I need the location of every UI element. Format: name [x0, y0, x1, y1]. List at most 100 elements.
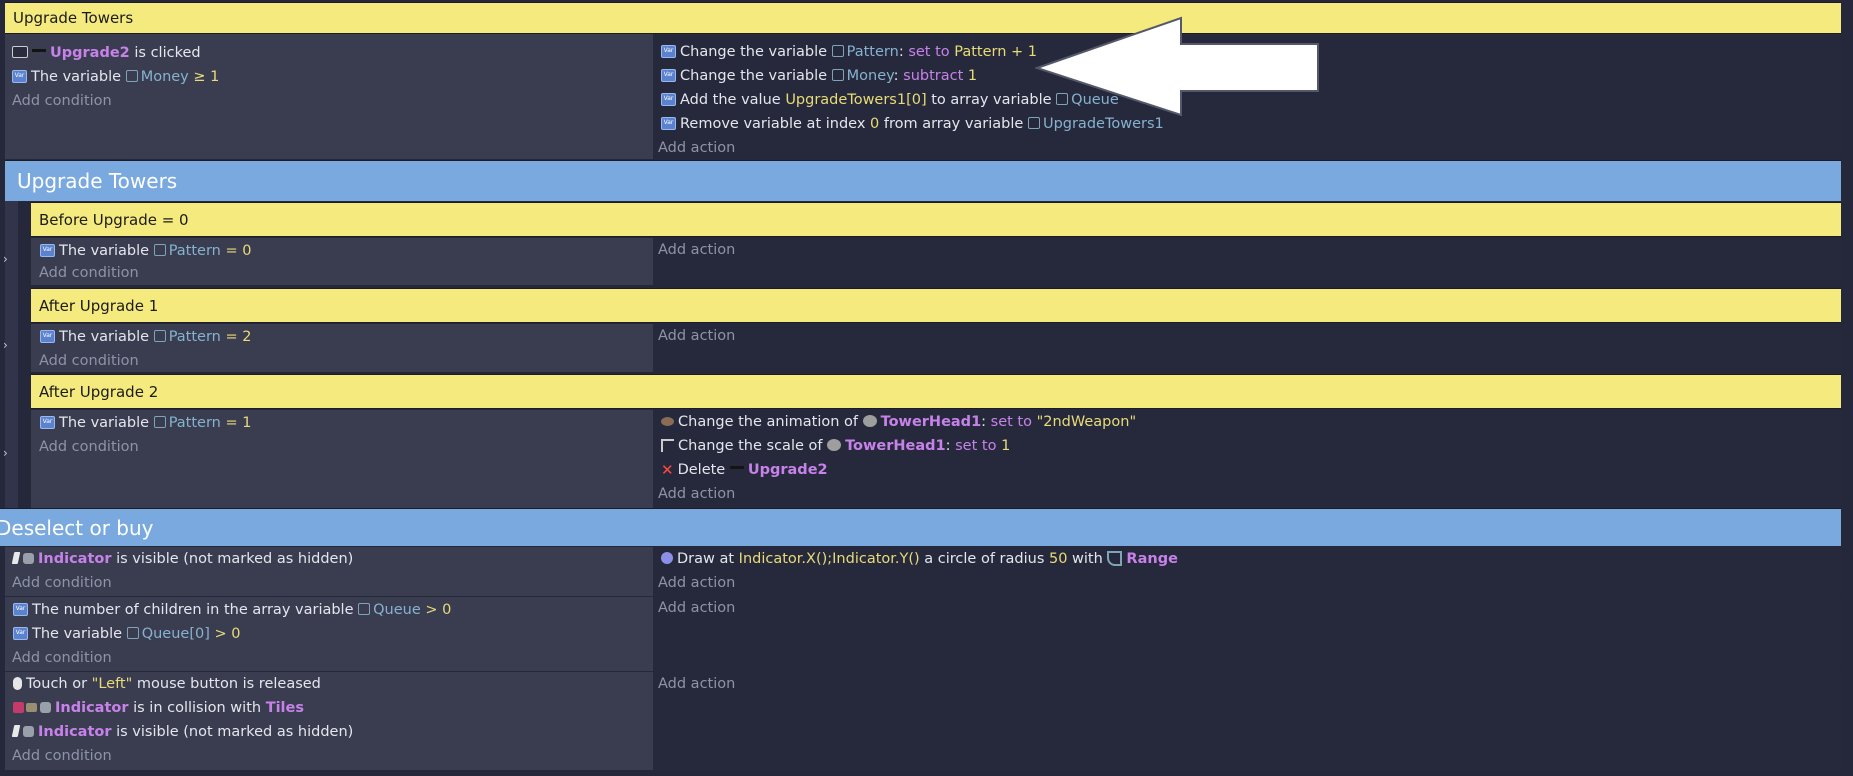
mouse-icon: [12, 46, 28, 58]
add-action-link[interactable]: Add action: [658, 676, 736, 692]
variable-icon: Var: [661, 44, 676, 58]
touch-icon: [13, 676, 22, 690]
add-condition-link[interactable]: Add condition: [12, 748, 112, 764]
deselect-ev3-conditions[interactable]: Touch or "Left" mouse button is released…: [5, 672, 653, 770]
condition-mouse-released[interactable]: Touch or "Left" mouse button is released: [13, 673, 321, 695]
deselect-ev2-actions[interactable]: Add action: [653, 597, 1841, 671]
variable-tag-icon: [153, 244, 166, 256]
add-action-link[interactable]: Add action: [658, 140, 736, 156]
animation-icon: [661, 416, 674, 426]
chevron-right-icon[interactable]: ›: [3, 338, 8, 352]
variable-tag-icon: [831, 45, 844, 57]
add-action-link[interactable]: Add action: [658, 600, 736, 616]
group-deselect-or-buy[interactable]: Deselect or buy: [0, 508, 1841, 546]
action-draw-circle[interactable]: Draw at Indicator.X();Indicator.Y() a ci…: [661, 548, 1178, 570]
variable-tag-icon: [153, 330, 166, 342]
shape-painter-icon: [1107, 550, 1123, 566]
variable-tag-icon: [831, 69, 844, 81]
after-upgrade-1-actions[interactable]: Add action: [653, 324, 1841, 372]
variable-icon: Var: [40, 415, 55, 429]
variable-icon: Var: [661, 68, 676, 82]
scale-icon: [661, 438, 674, 452]
variable-tag-icon: [126, 627, 139, 639]
visibility-icon: [11, 725, 21, 737]
arrow-left-annotation: [1035, 16, 1319, 116]
add-action-link[interactable]: Add action: [658, 328, 736, 344]
action-change-scale[interactable]: Change the scale of TowerHead1: set to 1: [661, 435, 1010, 457]
action-change-animation[interactable]: Change the animation of TowerHead1: set …: [661, 411, 1136, 433]
object-icon: [827, 439, 842, 451]
comment-text: Upgrade Towers: [13, 9, 134, 27]
comment-text: After Upgrade 1: [39, 296, 159, 315]
add-condition-link[interactable]: Add condition: [39, 353, 139, 369]
variable-icon: Var: [12, 69, 27, 83]
tiles-icon: [26, 702, 37, 712]
object-icon: [32, 48, 46, 52]
condition-indicator-visible[interactable]: Indicator is visible (not marked as hidd…: [11, 721, 353, 743]
after-upgrade-2-actions[interactable]: Change the animation of TowerHead1: set …: [653, 410, 1841, 508]
add-condition-link[interactable]: Add condition: [12, 650, 112, 666]
comment-upgrade-towers[interactable]: Upgrade Towers: [5, 2, 1841, 34]
add-condition-link[interactable]: Add condition: [39, 439, 139, 455]
variable-tag-icon: [125, 70, 138, 82]
variable-tag-icon: [1027, 117, 1040, 129]
action-delete-upgrade2[interactable]: ✕Delete Upgrade2: [661, 461, 828, 479]
deselect-ev1-actions[interactable]: Draw at Indicator.X();Indicator.Y() a ci…: [653, 547, 1841, 596]
object-icon: [729, 465, 744, 469]
group-title: Deselect or buy: [0, 515, 154, 540]
variable-tag-icon: [1056, 93, 1069, 105]
add-action-link[interactable]: Add action: [658, 242, 736, 258]
comment-text: After Upgrade 2: [39, 382, 159, 401]
chevron-right-icon[interactable]: ›: [3, 252, 8, 266]
condition-indicator-visible[interactable]: Indicator is visible (not marked as hidd…: [11, 548, 353, 570]
add-condition-link[interactable]: Add condition: [12, 575, 112, 591]
visibility-icon: [11, 552, 21, 564]
variable-icon: Var: [13, 602, 28, 616]
object-icon: [23, 552, 34, 564]
collision-icon: [13, 701, 24, 713]
variable-icon: Var: [40, 243, 55, 257]
variable-tag-icon: [153, 416, 166, 428]
condition-upgrade2-clicked[interactable]: Upgrade2 is clicked: [12, 42, 201, 64]
condition-indicator-collision[interactable]: Indicator is in collision with Tiles: [13, 697, 304, 719]
group-upgrade-towers[interactable]: Upgrade Towers: [5, 160, 1841, 201]
object-icon: [862, 415, 877, 427]
object-icon: [23, 725, 34, 737]
comment-after-upgrade-1[interactable]: After Upgrade 1: [31, 288, 1841, 323]
comment-text: Before Upgrade = 0: [39, 210, 189, 229]
deselect-ev1-conditions[interactable]: Indicator is visible (not marked as hidd…: [5, 547, 653, 596]
before-upgrade-actions[interactable]: Add action: [653, 238, 1841, 285]
object-icon: [40, 701, 51, 713]
variable-tag-icon: [358, 603, 371, 615]
add-condition-link[interactable]: Add condition: [12, 93, 112, 109]
variable-icon: Var: [661, 92, 676, 106]
add-condition-link[interactable]: Add condition: [39, 265, 139, 281]
circle-icon: [661, 552, 673, 564]
deselect-ev3-actions[interactable]: Add action: [653, 672, 1841, 770]
group-title: Upgrade Towers: [17, 169, 178, 193]
chevron-right-icon[interactable]: ›: [3, 446, 8, 460]
add-action-link[interactable]: Add action: [658, 575, 736, 591]
group-indent-bar: [5, 201, 18, 508]
variable-icon: Var: [40, 329, 55, 343]
variable-icon: Var: [661, 116, 676, 130]
add-action-link[interactable]: Add action: [658, 486, 736, 502]
delete-x-icon: ✕: [661, 461, 674, 479]
comment-after-upgrade-2[interactable]: After Upgrade 2: [31, 374, 1841, 409]
comment-before-upgrade[interactable]: Before Upgrade = 0: [31, 202, 1841, 237]
